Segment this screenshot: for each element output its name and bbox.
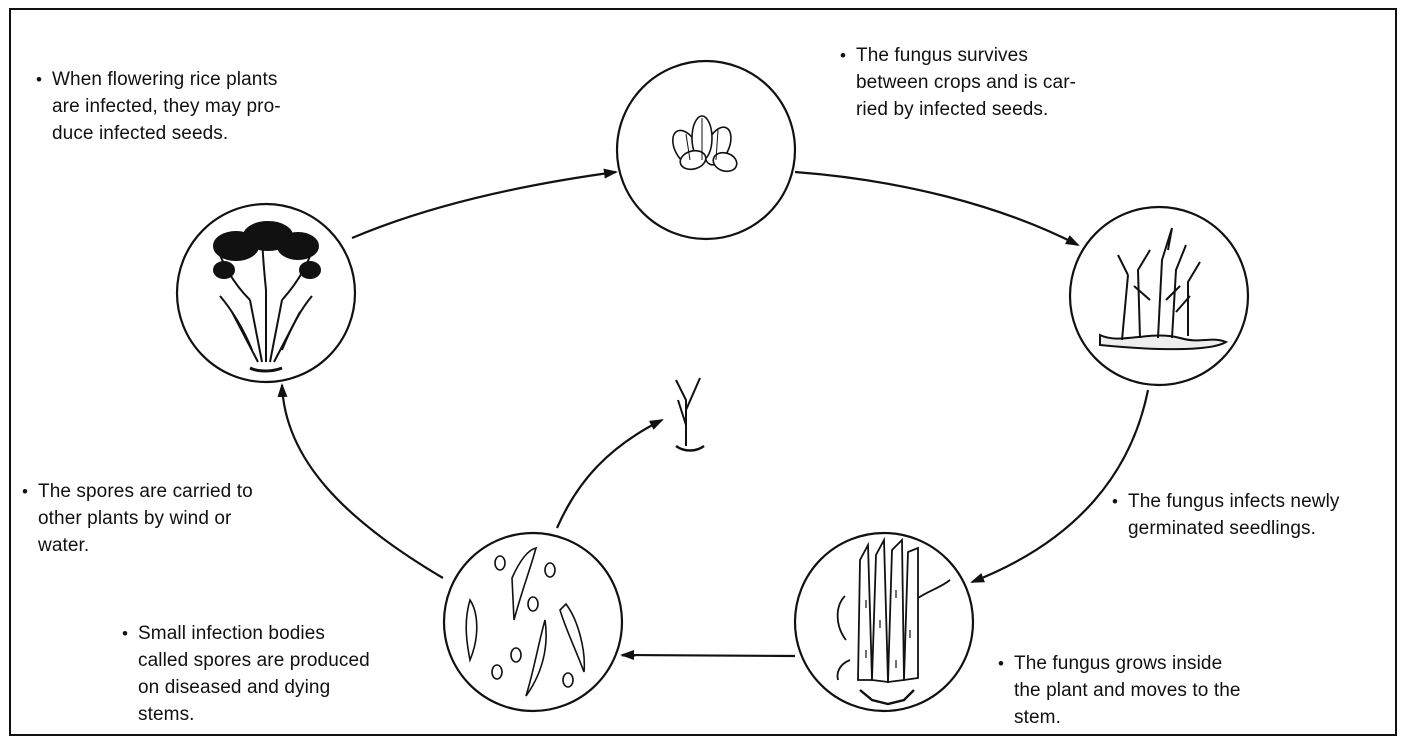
- caption-line: germinated seedlings.: [1128, 515, 1340, 542]
- young-seedling-icon: [676, 378, 704, 451]
- stage-circle-seedlings: [1070, 207, 1248, 385]
- caption-line: The spores are carried to: [38, 478, 253, 505]
- arrow-spores-to-young-seedling: [557, 420, 662, 528]
- caption-flowering-infection: • When flowering rice plants are infecte…: [52, 66, 281, 147]
- caption-fungus-grows: • The fungus grows inside the plant and …: [1014, 650, 1241, 731]
- arrow-plant-to-seeds: [352, 172, 616, 238]
- bullet-icon: •: [1112, 488, 1118, 515]
- bullet-icon: •: [122, 620, 128, 647]
- caption-line: other plants by wind or: [38, 505, 253, 532]
- caption-line: on diseased and dying: [138, 674, 370, 701]
- bullet-icon: •: [998, 650, 1004, 677]
- caption-line: The fungus grows inside: [1014, 650, 1241, 677]
- bullet-icon: •: [840, 42, 846, 69]
- caption-line: ried by infected seeds.: [856, 96, 1076, 123]
- arrow-stem-to-spores: [622, 655, 795, 656]
- caption-spores-carried: • The spores are carried to other plants…: [38, 478, 253, 559]
- caption-line: between crops and is car-: [856, 69, 1076, 96]
- caption-line: When flowering rice plants: [52, 66, 281, 93]
- arrow-seedlings-to-stem: [972, 390, 1148, 582]
- caption-infects-seedlings: • The fungus infects newly germinated se…: [1128, 488, 1340, 542]
- caption-line: stems.: [138, 701, 370, 728]
- arrow-seeds-to-seedlings: [795, 172, 1078, 245]
- caption-line: water.: [38, 532, 253, 559]
- caption-line: duce infected seeds.: [52, 120, 281, 147]
- caption-line: The fungus survives: [856, 42, 1076, 69]
- bullet-icon: •: [36, 66, 42, 93]
- caption-fungus-survives: • The fungus survives between crops and …: [856, 42, 1076, 123]
- caption-line: called spores are produced: [138, 647, 370, 674]
- arrow-spores-to-plant: [282, 385, 443, 578]
- bullet-icon: •: [22, 478, 28, 505]
- caption-line: Small infection bodies: [138, 620, 370, 647]
- caption-line: stem.: [1014, 704, 1241, 731]
- caption-line: are infected, they may pro-: [52, 93, 281, 120]
- caption-line: the plant and moves to the: [1014, 677, 1241, 704]
- caption-spores-produced: • Small infection bodies called spores a…: [138, 620, 370, 728]
- caption-line: The fungus infects newly: [1128, 488, 1340, 515]
